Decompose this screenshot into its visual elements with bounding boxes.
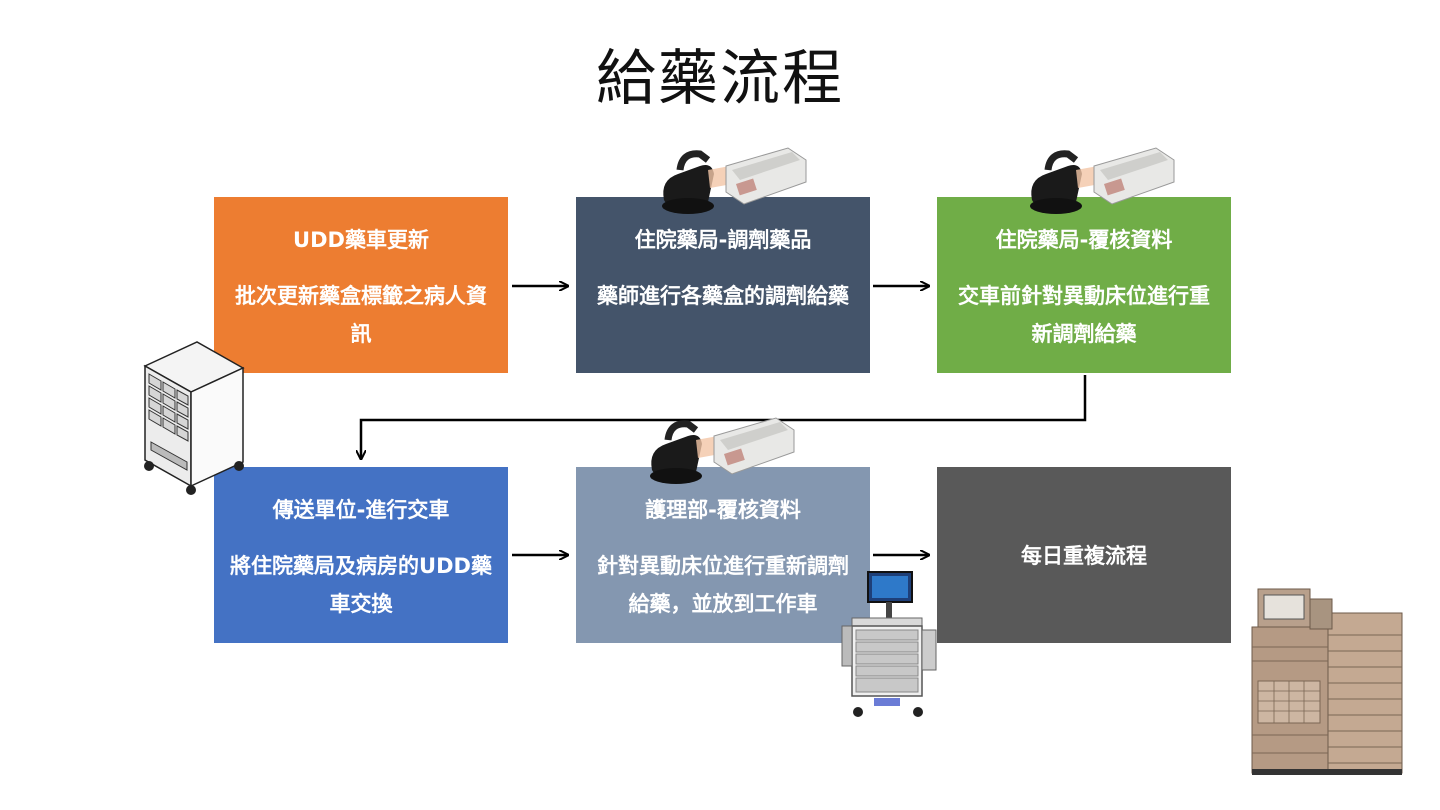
step-pharmacy-review: 住院藥局-覆核資料 交車前針對異動床位進行重新調劑給藥 bbox=[937, 197, 1231, 373]
step-daily-repeat: 每日重複流程 bbox=[937, 467, 1231, 643]
scanner-tray-icon bbox=[1030, 147, 1175, 214]
step-udd-cart-update: UDD藥車更新 批次更新藥盒標籤之病人資訊 bbox=[214, 197, 508, 373]
step-pharmacy-dispense: 住院藥局-調劑藥品 藥師進行各藥盒的調劑給藥 bbox=[576, 197, 870, 373]
step-body: 批次更新藥盒標籤之病人資訊 bbox=[235, 284, 487, 346]
dispensing-machine-icon bbox=[1251, 588, 1403, 775]
scanner-tray-icon bbox=[650, 417, 795, 484]
step-body: 針對異動床位進行重新調劑給藥，並放到工作車 bbox=[597, 554, 849, 616]
nursing-workstation-icon bbox=[841, 571, 937, 717]
step-body: 交車前針對異動床位進行重新調劑給藥 bbox=[958, 284, 1210, 346]
step-heading: 傳送單位-進行交車 bbox=[272, 498, 450, 522]
medication-cart-icon bbox=[143, 341, 245, 495]
step-heading: UDD藥車更新 bbox=[293, 228, 429, 252]
page-title: 給藥流程 bbox=[596, 44, 844, 114]
step-transport-handover: 傳送單位-進行交車 將住院藥局及病房的UDD藥車交換 bbox=[214, 467, 508, 643]
arrow-3-to-4 bbox=[361, 375, 1087, 458]
step-heading: 住院藥局-調劑藥品 bbox=[634, 228, 812, 252]
step-body: 將住院藥局及病房的UDD藥車交換 bbox=[230, 554, 492, 616]
scanner-tray-icon bbox=[662, 147, 807, 214]
step-heading: 住院藥局-覆核資料 bbox=[995, 228, 1173, 252]
step-body: 藥師進行各藥盒的調劑給藥 bbox=[597, 284, 849, 308]
step-heading: 護理部-覆核資料 bbox=[645, 498, 801, 522]
step-body: 每日重複流程 bbox=[1021, 544, 1147, 568]
step-nursing-review: 護理部-覆核資料 針對異動床位進行重新調劑給藥，並放到工作車 bbox=[576, 467, 870, 643]
